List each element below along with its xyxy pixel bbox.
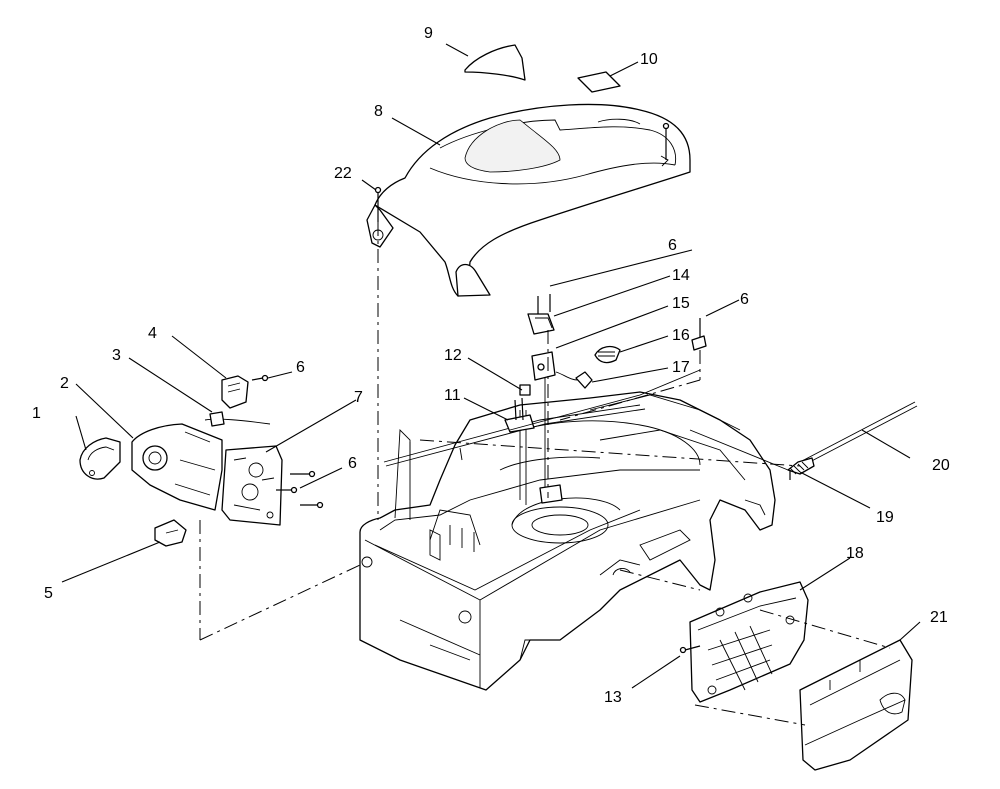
callout-11: 11 [444,387,461,404]
callout-8: 8 [374,103,383,120]
callout-10: 10 [640,51,658,68]
left-panel-assembly [79,374,324,547]
callout-6-top: 6 [668,237,677,254]
control-cluster [504,294,707,504]
callout-labels: 9 10 8 22 6 14 15 6 16 17 12 11 4 3 6 2 … [32,25,950,706]
decal-9 [464,44,526,81]
alignment-lines [199,222,891,726]
callout-9: 9 [424,25,433,42]
callout-2: 2 [60,375,69,392]
callout-19: 19 [876,509,894,526]
leader-lines [61,43,921,689]
callout-20: 20 [932,457,950,474]
callout-12: 12 [444,347,462,364]
drive-cable [689,401,918,480]
callout-18: 18 [846,545,864,562]
hood-cover [366,103,691,297]
hood-bolts [374,122,670,222]
callout-5: 5 [44,585,53,602]
decal-10 [577,71,621,93]
rear-door-assembly [679,581,913,771]
callout-16: 16 [672,327,690,344]
wire-harness [383,360,646,505]
callout-22: 22 [334,165,352,182]
callout-6-mid: 6 [348,455,357,472]
callout-15: 15 [672,295,690,312]
callout-14: 14 [672,267,690,284]
callout-13: 13 [604,689,622,706]
callout-17: 17 [672,359,690,376]
callout-6-right: 6 [740,291,749,308]
callout-4: 4 [148,325,157,342]
callout-3: 3 [112,347,121,364]
callout-6-left: 6 [296,359,305,376]
callout-21: 21 [930,609,948,626]
callout-1: 1 [32,405,41,422]
callout-7: 7 [354,389,363,406]
